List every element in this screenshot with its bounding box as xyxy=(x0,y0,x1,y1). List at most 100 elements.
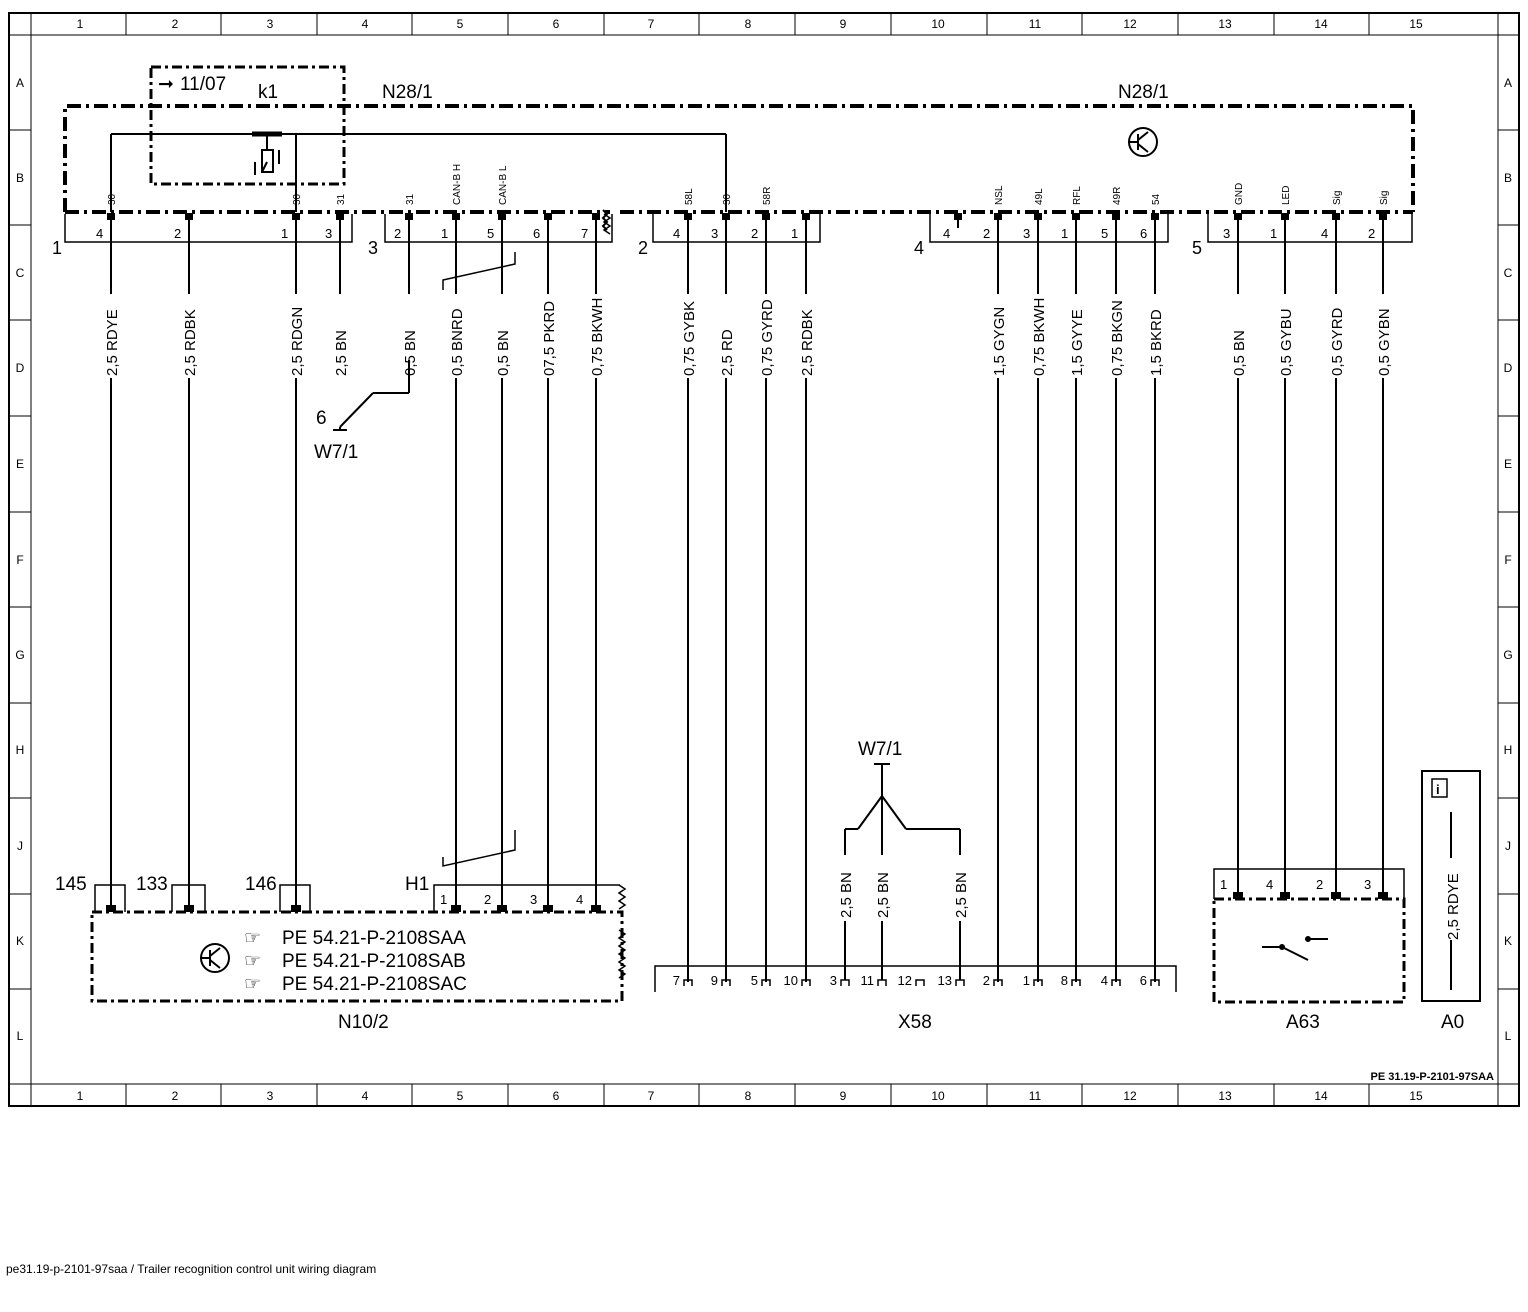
pin-number: 6 xyxy=(533,226,540,241)
a0-info-box xyxy=(1421,770,1481,1002)
wire-label: 0,75 GYBK xyxy=(681,301,698,376)
pin-clip xyxy=(1112,213,1120,220)
pin-clip xyxy=(1281,213,1289,220)
pin-name: 31 xyxy=(336,193,347,205)
grid-column-bottom: 4 xyxy=(362,1089,369,1103)
pin-clip xyxy=(452,213,460,220)
wire-label: 0,5 BN xyxy=(495,330,512,376)
x58-pin-number: 10 xyxy=(784,973,798,988)
transistor-icon-n10 xyxy=(200,943,230,973)
grid-row-left: L xyxy=(17,1029,24,1043)
grid-column-top: 11 xyxy=(1029,17,1042,31)
wire-label: 0,75 BKWH xyxy=(589,298,606,376)
pin-clip xyxy=(722,213,730,220)
reference-link-1[interactable]: PE 54.21-P-2108SAA xyxy=(282,928,466,949)
pin-number: 5 xyxy=(487,226,494,241)
pin-clip xyxy=(1331,892,1341,899)
n10-2-pin-146: 146 xyxy=(245,874,277,895)
a63-pin-1: 1 xyxy=(1220,877,1227,892)
pin-number: 3 xyxy=(1223,226,1230,241)
pin-clip xyxy=(498,213,506,220)
grid-row-right: J xyxy=(1505,839,1511,853)
pin-clip xyxy=(1379,213,1387,220)
grid-marks: 1122334455667788991010111112121313141415… xyxy=(9,13,1519,1106)
pin-clip xyxy=(1034,213,1042,220)
pin-number: 7 xyxy=(581,226,588,241)
pin-name: RFL xyxy=(1072,186,1083,205)
x58-pin-number: 7 xyxy=(673,973,680,988)
pin-clip xyxy=(544,213,552,220)
a0-label: A0 xyxy=(1441,1012,1464,1033)
a63-pin-3: 3 xyxy=(1364,877,1371,892)
info-icon-glyph: i xyxy=(1436,782,1440,797)
x58-pin-number: 8 xyxy=(1061,973,1068,988)
pin-clip xyxy=(591,905,601,912)
pin-clip xyxy=(543,905,553,912)
reference-link-3[interactable]: PE 54.21-P-2108SAC xyxy=(282,974,467,995)
reference-link-2[interactable]: PE 54.21-P-2108SAB xyxy=(282,951,466,972)
x58-pin-number: 4 xyxy=(1101,973,1108,988)
grid-column-top: 14 xyxy=(1314,17,1328,31)
pin-number: 2 xyxy=(1368,226,1375,241)
grid-row-right: G xyxy=(1503,648,1512,662)
pin-number: 1 xyxy=(1061,226,1068,241)
grid-column-top: 3 xyxy=(267,17,274,31)
pin-clip xyxy=(291,905,301,912)
grid-row-left: E xyxy=(16,457,24,471)
relay-ref: 11/07 xyxy=(180,74,226,95)
pin-number: 2 xyxy=(983,226,990,241)
n10-2-pin-145: 145 xyxy=(55,874,87,895)
a63-housing xyxy=(1212,897,1406,1004)
pin-name: CAN-B H xyxy=(452,164,463,205)
wire-label: 2,5 RDYE xyxy=(104,309,121,376)
transistor-icon-n28 xyxy=(1128,127,1158,157)
wire-label: 1,5 GYGN xyxy=(991,307,1008,376)
pin-number: 4 xyxy=(96,226,103,241)
pin-clip xyxy=(762,213,770,220)
grid-column-top: 9 xyxy=(840,17,847,31)
wire-label: 0,5 BN xyxy=(1231,330,1248,376)
grid-column-bottom: 11 xyxy=(1029,1089,1042,1103)
n28-1-label-right: N28/1 xyxy=(1118,82,1169,103)
wire-label: 0,5 BN xyxy=(402,330,419,376)
pin-number: 4 xyxy=(1321,226,1328,241)
pin-clip xyxy=(592,213,600,220)
wire-label: 2,5 RDGN xyxy=(289,307,306,376)
pin-clip xyxy=(185,213,193,220)
grid-column-bottom: 12 xyxy=(1123,1089,1137,1103)
grid-row-right: E xyxy=(1504,457,1512,471)
a63-pin-4: 4 xyxy=(1266,877,1273,892)
x58-pin-number: 12 xyxy=(898,973,912,988)
wire-label: 2,5 RD xyxy=(719,329,736,376)
pin-clip xyxy=(1151,213,1159,220)
info-icon[interactable] xyxy=(1431,778,1448,798)
grid-row-left: G xyxy=(15,648,24,662)
wire-label: 2,5 RDBK xyxy=(799,309,816,376)
n28-1-label-left: N28/1 xyxy=(382,82,433,103)
pin-number: 2 xyxy=(394,226,401,241)
grid-column-top: 13 xyxy=(1218,17,1232,31)
inner-frame xyxy=(30,34,1499,1085)
pin-clip xyxy=(184,905,194,912)
grid-row-right: B xyxy=(1504,171,1512,185)
connector-3-label: 3 xyxy=(368,238,378,258)
grid-column-top: 15 xyxy=(1409,17,1423,31)
grid-column-bottom: 15 xyxy=(1409,1089,1423,1103)
connector-5-label: 5 xyxy=(1192,238,1202,258)
pin-clip xyxy=(497,905,507,912)
pin-clip xyxy=(1378,892,1388,899)
document-code: PE 31.19-P-2101-97SAA xyxy=(1370,1071,1494,1083)
x58-outline xyxy=(654,965,1177,992)
grid-column-top: 1 xyxy=(77,17,84,31)
wire-label: 1,5 BKRD xyxy=(1148,309,1165,376)
wire-label: 0,5 GYBU xyxy=(1278,308,1295,376)
pin-clip xyxy=(1332,213,1340,220)
grid-column-bottom: 14 xyxy=(1314,1089,1328,1103)
pin-name: 54 xyxy=(1151,193,1162,205)
pin-clip xyxy=(994,213,1002,220)
grid-column-top: 12 xyxy=(1123,17,1137,31)
grid-row-left: C xyxy=(16,266,25,280)
pin-number: 3 xyxy=(325,226,332,241)
pin-name: NSL xyxy=(994,185,1005,205)
